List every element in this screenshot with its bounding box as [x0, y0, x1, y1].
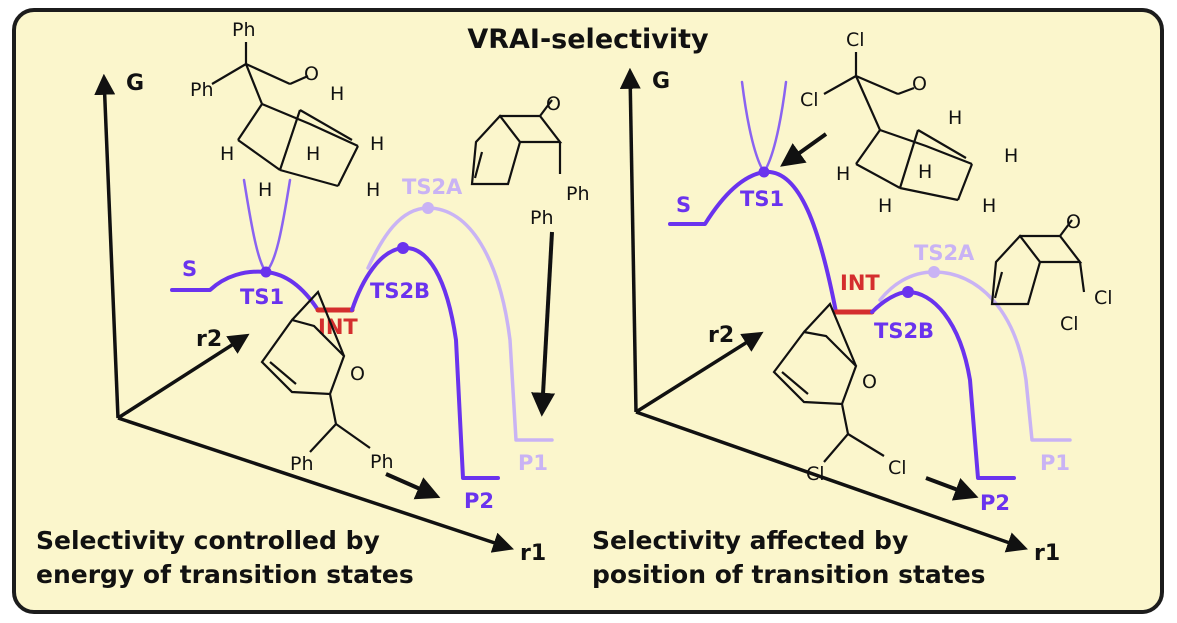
right-arrow-to-ts1 [780, 132, 828, 167]
left-path-ts2a [366, 206, 554, 442]
right-oxabicycle-sub-2: Cl [888, 457, 907, 479]
right-ts1-ridge-b [762, 80, 788, 174]
right-label-p2: P2 [980, 491, 1010, 515]
right-caption-line1: Selectivity affected by [592, 526, 908, 555]
right-label-ts2b: TS2B [874, 319, 934, 343]
left-energy-profile [170, 178, 554, 480]
right-label-ts1: TS1 [740, 187, 784, 211]
right-r1-axis [635, 410, 1028, 553]
left-ketene-sub-2: Ph [190, 79, 214, 101]
right-energy-profile [668, 80, 1072, 480]
left-ketone-oxygen: O [546, 93, 561, 115]
left-caption-line2: energy of transition states [36, 560, 414, 589]
left-h-6: H [258, 179, 272, 201]
right-ketone-oxygen: O [1066, 211, 1081, 233]
left-arrow-to-p1 [531, 231, 556, 417]
left-r2-axis-label: r2 [196, 327, 222, 352]
right-r2-axis-label: r2 [708, 323, 734, 348]
left-h-5: H [366, 179, 380, 201]
left-diagram: G r1 r2 S TS1 INT TS2B TS2A P1 P2 [36, 19, 590, 589]
right-label-s: S [676, 193, 691, 217]
right-arrow-to-p2 [925, 476, 979, 501]
left-path-ts2b [350, 245, 500, 480]
left-oxabicycle-sub-2: Ph [370, 451, 394, 473]
left-label-s: S [182, 257, 197, 281]
right-oxabicycle-sub-1: Cl [806, 463, 825, 485]
right-ketene-sub-2: Cl [800, 89, 819, 111]
left-r2-axis [117, 333, 250, 420]
right-h-3: H [948, 107, 962, 129]
left-p2-structure: O Ph Ph [260, 289, 394, 475]
left-arrow-to-p2 [385, 472, 441, 500]
right-oxabicycle-oxygen: O [862, 371, 877, 393]
left-oxabicycle-oxygen: O [350, 363, 365, 385]
left-label-ts2b: TS2B [370, 279, 430, 303]
left-caption-line1: Selectivity controlled by [36, 526, 380, 555]
left-ketene-sub-1: Ph [232, 19, 256, 41]
left-axes [94, 73, 514, 553]
right-label-ts2a: TS2A [914, 241, 975, 265]
right-ketene-sub-1: Cl [846, 29, 865, 51]
left-label-p1: P1 [518, 451, 548, 475]
right-caption-line2: position of transition states [592, 560, 986, 589]
right-label-p1: P1 [1040, 451, 1070, 475]
left-r1-axis-label: r1 [520, 541, 546, 566]
left-label-int: INT [318, 315, 358, 339]
right-diagram: G r1 r2 S TS1 INT TS2B TS2A P1 P2 [592, 29, 1113, 589]
left-cyclobutanone-sub-1: Ph [566, 183, 590, 205]
left-h-3: H [330, 83, 344, 105]
right-p2-structure: O Cl Cl [772, 302, 907, 485]
right-p1-structure: O Cl Cl [990, 211, 1113, 335]
left-cyclobutanone-sub-2: Ph [530, 207, 554, 229]
left-ts2a-point [422, 202, 434, 214]
left-p1-structure: O Ph Ph [470, 93, 590, 229]
left-label-ts1: TS1 [240, 285, 284, 309]
right-ts1-structure: Cl Cl O H H H H H H [800, 29, 1018, 217]
right-h-4: H [1004, 145, 1018, 167]
right-ts2b-point [902, 286, 914, 298]
left-h-1: H [220, 143, 234, 165]
figure-panel [12, 8, 1164, 614]
left-label-p2: P2 [464, 489, 494, 513]
right-cyclobutanone-sub-1: Cl [1094, 287, 1113, 309]
right-path-ts2a [878, 270, 1072, 442]
left-r1-axis [117, 416, 514, 553]
right-g-axis-label: G [652, 69, 670, 94]
right-label-int: INT [840, 271, 880, 295]
right-h-5: H [982, 195, 996, 217]
left-h-2: H [306, 143, 320, 165]
left-oxabicycle-sub-1: Ph [290, 453, 314, 475]
left-g-axis [94, 73, 120, 419]
left-ts2b-point [397, 242, 409, 254]
right-ts1-ridge-a [740, 80, 766, 174]
right-ketene-oxygen: O [912, 73, 927, 95]
left-g-axis-label: G [126, 71, 144, 96]
right-r1-axis-label: r1 [1034, 541, 1060, 566]
left-ts1-point [260, 266, 272, 278]
right-ts1-point [758, 166, 770, 178]
right-h-6: H [878, 195, 892, 217]
left-ts1-structure: Ph Ph O H H H H H H [190, 19, 384, 201]
right-r2-axis [635, 331, 764, 414]
right-ts2a-point [928, 266, 940, 278]
left-ketene-oxygen: O [304, 63, 319, 85]
right-h-1: H [836, 163, 850, 185]
right-axes [619, 67, 1028, 553]
right-cyclobutanone-sub-2: Cl [1060, 313, 1079, 335]
left-h-4: H [370, 133, 384, 155]
figure-title: VRAI-selectivity [467, 24, 709, 55]
right-g-axis [619, 67, 641, 413]
left-label-ts2a: TS2A [402, 175, 463, 199]
right-path-ts2b [870, 290, 1016, 480]
right-h-2: H [918, 161, 932, 183]
